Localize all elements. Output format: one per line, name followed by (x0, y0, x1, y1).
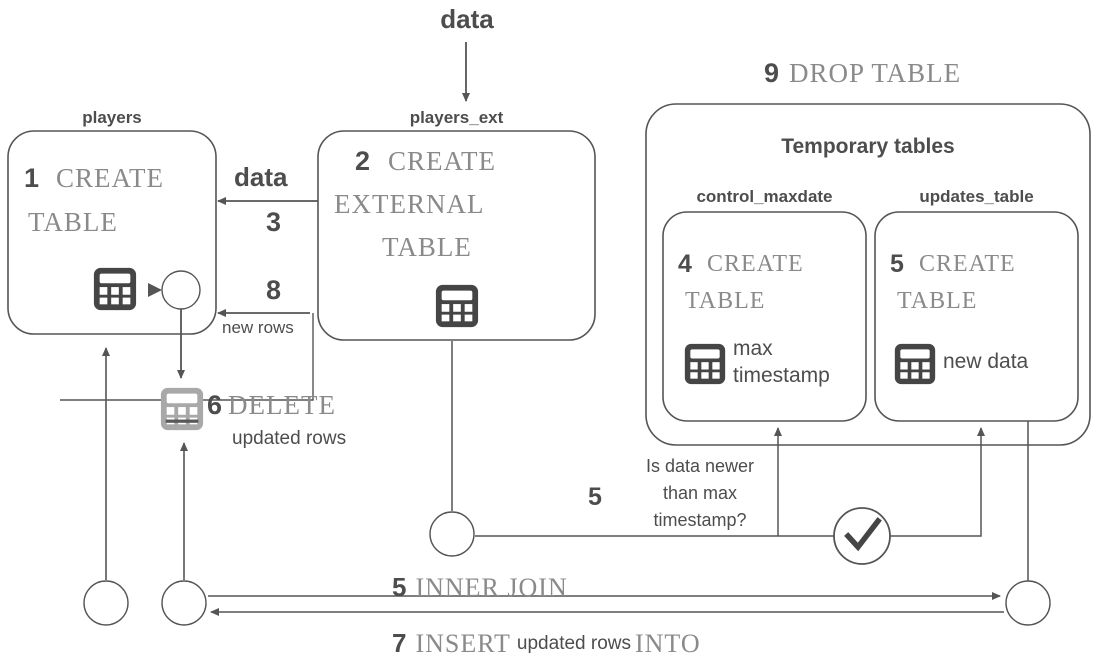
updates-table-sql-line1: CREATE (919, 251, 1016, 277)
updates-table-title: updates_table (919, 187, 1034, 206)
drop-table-number: 9 (764, 58, 780, 88)
temporary-tables-box (645, 103, 1091, 446)
control-maxdate-step-number: 4 (678, 250, 692, 278)
players-ext-box-title: players_ext (409, 108, 504, 127)
players-ext-sql-line3: TABLE (382, 232, 472, 262)
inner-join-sql: INNER JOIN (415, 573, 568, 602)
control-maxdate-payload-line2: timestamp (733, 364, 830, 387)
delete-sub-label: updated rows (232, 428, 347, 449)
bottom-node-left (83, 580, 129, 626)
drop-table-sql: DROP TABLE (789, 58, 962, 88)
table-icon (93, 267, 137, 311)
insert-sql-1: INSERT (415, 628, 511, 658)
bottom-node-mid (161, 580, 207, 626)
check-glyph (844, 517, 882, 552)
delete-step-number: 6 (207, 390, 223, 420)
path-new-rows-bend (60, 313, 314, 401)
decision-step-number: 5 (588, 483, 602, 511)
table-icon (684, 343, 726, 385)
players-ext-box (317, 130, 596, 341)
table-strikethrough-icon (160, 387, 204, 431)
decision-source-node (429, 511, 475, 557)
decision-line3: timestamp? (653, 510, 747, 530)
updates-table-step-number: 5 (890, 250, 904, 278)
players-ext-sql-line1: CREATE (388, 146, 497, 176)
table-icon (894, 343, 936, 385)
icon-to-node-arrowhead (148, 283, 162, 297)
updates-table-sql-line2: TABLE (897, 288, 978, 314)
players-ext-step-number: 2 (355, 146, 371, 176)
control-maxdate-sql-line2: TABLE (685, 288, 766, 314)
inner-join-number: 5 (392, 572, 407, 602)
control-maxdate-sql-line1: CREATE (707, 251, 804, 277)
insert-number: 7 (392, 628, 407, 658)
bottom-node-right (1005, 580, 1051, 626)
control-maxdate-box (662, 211, 867, 422)
table-icon (435, 284, 479, 328)
control-maxdate-payload-line1: max (733, 337, 773, 360)
inner-join-step: 5 INNER JOIN (392, 572, 568, 603)
insert-sql-2: INTO (635, 628, 701, 658)
updates-table-payload-line1: new data (943, 350, 1029, 373)
edge-step-8: 8 (266, 275, 282, 305)
decision-line1: Is data newer (645, 456, 755, 476)
players-step-number: 1 (24, 163, 40, 193)
players-sql-line2: TABLE (28, 207, 118, 237)
drop-table-step: 9 DROP TABLE (764, 58, 961, 89)
check-circle-icon (833, 507, 891, 565)
insert-into-step: 7 INSERT updated rows INTO (392, 628, 701, 659)
edge-data-label: data (234, 162, 288, 192)
players-output-node (161, 270, 201, 310)
players-box (7, 130, 217, 335)
delete-sql: DELETE (228, 390, 336, 420)
updates-table-box (874, 211, 1079, 422)
insert-mid-label: updated rows (516, 632, 631, 654)
control-maxdate-title: control_maxdate (696, 187, 833, 206)
players-box-title: players (82, 108, 142, 127)
decision-line2: than max (662, 483, 738, 503)
players-sql-line1: CREATE (56, 163, 165, 193)
data-inflow-label: data (440, 4, 494, 34)
players-ext-sql-line2: EXTERNAL (334, 189, 485, 219)
temporary-tables-title: Temporary tables (781, 135, 955, 158)
edge-step-3: 3 (266, 207, 282, 237)
path-check-to-updates (890, 427, 985, 537)
edge-new-rows-label: new rows (222, 318, 294, 337)
